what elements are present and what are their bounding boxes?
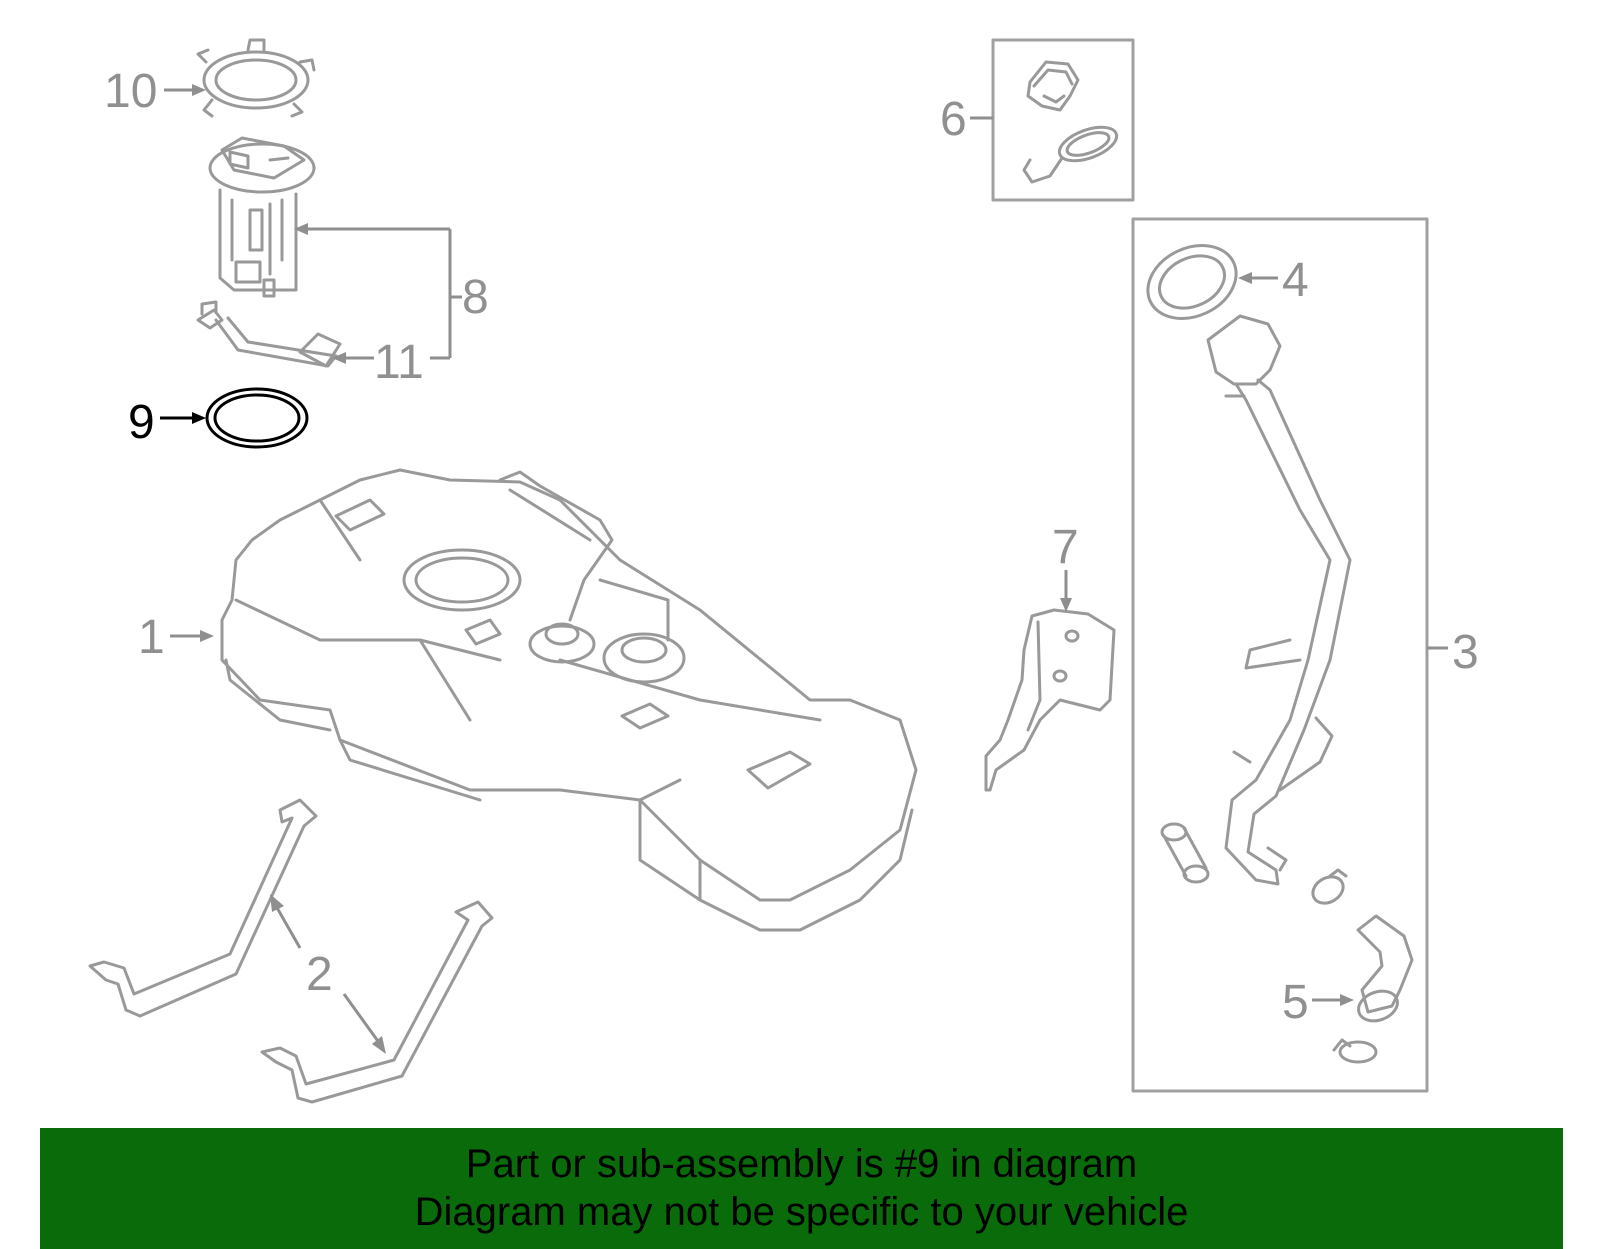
part-3-box <box>1131 217 1429 1093</box>
part-9-o-ring[interactable] <box>205 387 309 449</box>
info-banner: Part or sub-assembly is #9 in diagram Di… <box>40 1128 1563 1249</box>
callout-6: 6 <box>940 93 967 146</box>
part-8-fuel-pump-module[interactable] <box>208 136 316 298</box>
callout-5: 5 <box>1282 976 1309 1029</box>
callout-9: 9 <box>128 396 155 449</box>
callout-1: 1 <box>138 611 165 664</box>
callout-8: 8 <box>462 271 489 324</box>
callout-7: 7 <box>1052 521 1079 574</box>
callout-3: 3 <box>1452 626 1479 679</box>
part-7-bracket[interactable] <box>984 608 1116 792</box>
callout-11: 11 <box>374 336 424 389</box>
part-3-clamp-upper[interactable] <box>1308 868 1348 908</box>
callout-10: 10 <box>104 65 157 118</box>
part-5-hose[interactable] <box>1354 914 1414 1026</box>
part-10-lock-ring[interactable] <box>196 38 316 118</box>
part-4-seal[interactable] <box>1136 232 1248 333</box>
part-3-filler-pipe[interactable] <box>1206 314 1352 886</box>
banner-line-1: Part or sub-assembly is #9 in diagram <box>465 1142 1138 1186</box>
part-2-tank-straps[interactable] <box>88 798 494 1104</box>
part-3-clamp-lower[interactable] <box>1332 1038 1378 1064</box>
part-3-plug[interactable] <box>1160 822 1210 884</box>
callout-4: 4 <box>1282 254 1309 307</box>
part-11-sender-arm[interactable] <box>196 300 342 368</box>
banner-line-2: Diagram may not be specific to your vehi… <box>414 1190 1189 1234</box>
callout-2: 2 <box>306 948 333 1001</box>
part-6-box <box>991 38 1135 202</box>
part-1-fuel-tank[interactable] <box>220 468 918 932</box>
part-6-fuel-cap[interactable] <box>1022 60 1121 184</box>
